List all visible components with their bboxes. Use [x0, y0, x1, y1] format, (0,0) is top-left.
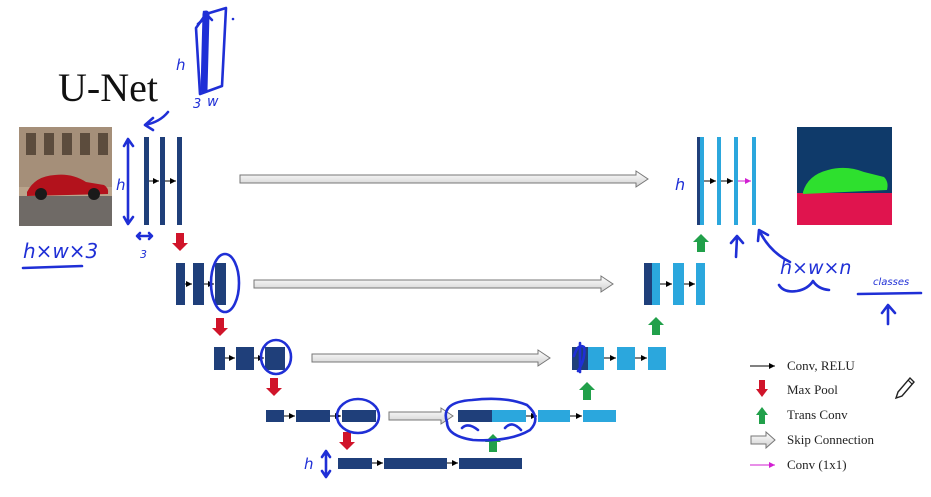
encoder-level-1 [144, 137, 182, 225]
decoder-level-4 [458, 410, 616, 422]
legend-conv1x1-label: Conv (1x1) [787, 457, 847, 472]
output-segmentation [797, 127, 892, 225]
hand-h-top: h [176, 56, 186, 74]
bottleneck [338, 458, 522, 469]
legend-pool-swatch [756, 380, 768, 397]
encoder-level-4 [266, 410, 376, 422]
decoder-level-2 [644, 263, 705, 305]
legend: Conv, RELU Max Pool Trans Conv Skip Conn… [750, 358, 875, 472]
max-pool-arrows [172, 233, 355, 450]
decoder-level-1 [697, 137, 756, 225]
hand-h-right: h [675, 175, 685, 194]
pencil-icon[interactable] [894, 376, 915, 400]
legend-trans-label: Trans Conv [787, 407, 848, 422]
skip-connections [239, 170, 649, 425]
encoder-level-2 [176, 263, 226, 305]
hand-h-left: h [116, 176, 126, 194]
hand-three-top: 3 [193, 97, 201, 112]
legend-pool-label: Max Pool [787, 382, 838, 397]
input-image [19, 127, 112, 226]
trans-conv-arrows [485, 234, 709, 452]
hand-three-bottom: 3 [140, 248, 147, 261]
hand-input-shape: h×w×3 [23, 239, 98, 263]
legend-skip-swatch [750, 430, 776, 450]
hand-h-bottom: h [304, 455, 314, 473]
legend-conv-label: Conv, RELU [787, 358, 855, 373]
hand-output-sub: classes [873, 277, 909, 288]
hand-output-shape: h×w×n [780, 257, 851, 279]
encoder-level-3 [214, 347, 285, 370]
legend-skip-label: Skip Connection [787, 432, 875, 447]
decoder-level-3 [572, 347, 666, 370]
handwritten-annotations: h 3 w h 3 h×w×3 h [21, 6, 923, 479]
diagram-title: U-Net [58, 65, 158, 110]
legend-trans-swatch [756, 407, 768, 424]
hand-w-top: w [207, 94, 219, 110]
